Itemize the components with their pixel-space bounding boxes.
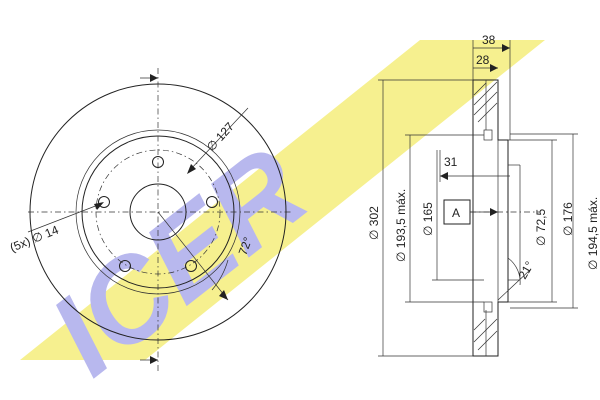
bolt-hole-leader-arrow	[94, 202, 104, 210]
dim-165-label: ∅ 165	[421, 202, 435, 236]
front-bottom-arrow	[150, 356, 158, 364]
dim-38-arrow	[502, 44, 510, 52]
dim-28-label: 28	[476, 53, 490, 67]
bolt-hole	[98, 196, 110, 208]
section-hatching	[473, 81, 498, 351]
bolt-hole	[206, 196, 218, 208]
dim-31-arrow	[440, 172, 448, 180]
bolt-hole	[185, 260, 197, 272]
hub-cap-bottom	[483, 301, 493, 313]
logo-yellow-band	[20, 40, 545, 360]
dim-193-label: ∅ 193,5 máx.	[394, 189, 408, 262]
dim-31-label: 31	[444, 155, 458, 169]
icer-logo: ICER	[20, 40, 545, 400]
dim-28-arrow	[490, 64, 498, 72]
bolt-pattern-label: (5x) ∅ 14	[8, 223, 61, 255]
pcd-leader-arrow	[187, 164, 196, 174]
angle-leg	[157, 211, 229, 301]
section-view: 38 28 31 ∅ 302 ∅ 193,5 máx. ∅ 165 A ∅ 72…	[367, 33, 600, 357]
pcd-leader	[189, 107, 249, 171]
bolt-hole	[152, 156, 164, 168]
angle-arrow	[219, 290, 228, 300]
hub-cap-top	[483, 129, 493, 141]
section-marker-label: A	[452, 206, 460, 220]
section-marker-arrow	[490, 208, 498, 216]
dim-176-label: ∅ 176	[561, 202, 575, 236]
angle-21-arc	[507, 257, 521, 286]
front-top-arrow	[150, 74, 158, 82]
bolt-holes	[98, 156, 218, 272]
angle-21-leg	[497, 269, 531, 301]
bolt-hole-leader	[27, 204, 99, 233]
dim-72-label: ∅ 72,5	[534, 209, 548, 246]
angle-21-label: 21°	[515, 259, 536, 282]
angle-label: 72°	[236, 235, 255, 257]
dim-302-label: ∅ 302	[367, 206, 381, 240]
bolt-hole	[119, 260, 131, 272]
dim-194-label: ∅ 194,5 máx.	[586, 197, 600, 270]
angle-arc	[211, 259, 229, 291]
dim-38-label: 38	[482, 33, 496, 47]
